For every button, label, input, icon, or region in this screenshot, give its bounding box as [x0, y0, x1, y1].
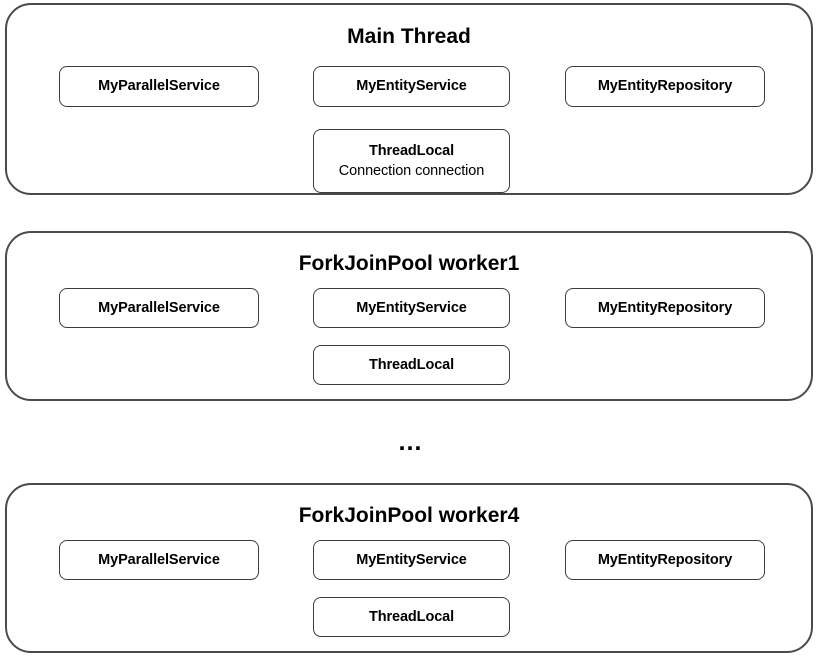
node-label-primary: ThreadLocal: [368, 356, 455, 373]
node-parallel-service-main-thread[interactable]: MyParallelService: [59, 66, 259, 107]
group-title-main-thread: Main Thread: [347, 25, 471, 48]
thread-group-main-thread: Main Thread MyParallelService MyEntitySe…: [5, 3, 813, 195]
node-parallel-service-worker4[interactable]: MyParallelService: [59, 540, 259, 580]
group-title-forkjoinpool-worker4: ForkJoinPool worker4: [298, 504, 520, 527]
node-entity-repository-worker4[interactable]: MyEntityRepository: [565, 540, 765, 580]
node-label-primary: ThreadLocal: [368, 143, 455, 160]
thread-group-forkjoinpool-worker4: ForkJoinPool worker4 MyParallelService M…: [5, 483, 813, 653]
group-title-forkjoinpool-worker1: ForkJoinPool worker1: [298, 252, 520, 275]
node-entity-service-worker4[interactable]: MyEntityService: [313, 540, 510, 580]
node-label-secondary: Connection connection: [338, 162, 485, 179]
node-entity-service-main-thread[interactable]: MyEntityService: [313, 66, 510, 107]
node-label-primary: MyEntityRepository: [597, 551, 733, 568]
node-entity-repository-main-thread[interactable]: MyEntityRepository: [565, 66, 765, 107]
node-parallel-service-worker1[interactable]: MyParallelService: [59, 288, 259, 328]
node-label-primary: ThreadLocal: [368, 608, 455, 625]
node-label-primary: MyEntityService: [356, 299, 467, 316]
node-label-primary: MyEntityService: [356, 78, 467, 95]
node-thread-local-worker4[interactable]: ThreadLocal: [313, 597, 510, 637]
node-label-primary: MyParallelService: [98, 299, 220, 316]
node-label-primary: MyParallelService: [98, 551, 220, 568]
node-label-primary: MyParallelService: [98, 78, 220, 95]
node-thread-local-worker1[interactable]: ThreadLocal: [313, 345, 510, 385]
thread-group-forkjoinpool-worker1: ForkJoinPool worker1 MyParallelService M…: [5, 231, 813, 401]
node-label-primary: MyEntityRepository: [597, 299, 733, 316]
node-label-primary: MyEntityRepository: [597, 78, 733, 95]
node-thread-local-main-thread[interactable]: ThreadLocal Connection connection: [313, 129, 510, 193]
node-entity-repository-worker1[interactable]: MyEntityRepository: [565, 288, 765, 328]
node-entity-service-worker1[interactable]: MyEntityService: [313, 288, 510, 328]
node-label-primary: MyEntityService: [356, 551, 467, 568]
ellipsis-separator: …: [397, 428, 423, 456]
